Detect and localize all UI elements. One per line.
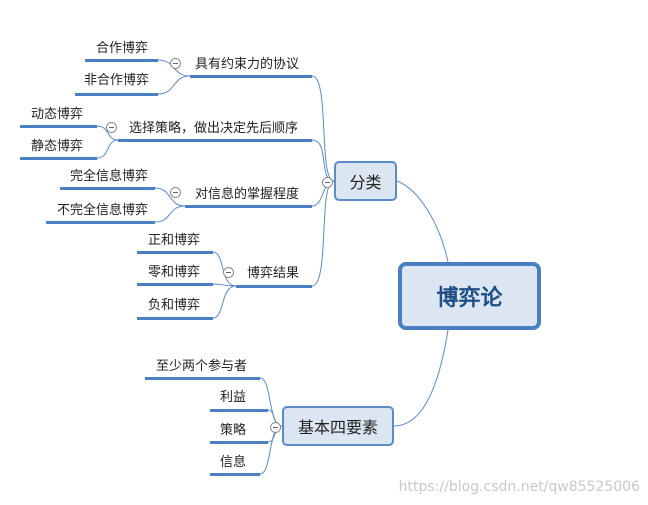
leaf-underline-xinxi-element bbox=[210, 473, 260, 476]
leaf-underline-buwanquan bbox=[46, 221, 155, 224]
collapse-toggle-xinxi[interactable] bbox=[170, 187, 181, 198]
branch-label-celue[interactable]: 选择策略，做出决定先后顺序 bbox=[129, 121, 299, 136]
category-node-fenlei[interactable]: 分类 bbox=[334, 161, 397, 201]
leaf-underline-zhenghe bbox=[137, 251, 213, 254]
connector-celue-dongtai bbox=[96, 125, 119, 141]
category-node-yaosu[interactable]: 基本四要素 bbox=[282, 406, 394, 446]
connector-yaosu-canyuzhe bbox=[259, 377, 283, 427]
leaf-underline-canyuzhe bbox=[145, 377, 260, 380]
leaf-underline-liyi bbox=[210, 409, 268, 412]
branch-label-jieguo[interactable]: 博弈结果 bbox=[247, 266, 300, 281]
leaf-underline-jingtai bbox=[20, 157, 97, 160]
branch-underline-yueshu bbox=[190, 75, 312, 78]
connector-xinxi-wanquan bbox=[154, 187, 186, 207]
branch-underline-jieguo bbox=[236, 285, 312, 288]
leaf-label-dongtai[interactable]: 动态博弈 bbox=[31, 107, 84, 122]
leaf-underline-wanquan bbox=[60, 187, 155, 190]
connector-yueshu-feihezuo bbox=[157, 75, 191, 95]
connector-fenlei-yueshu bbox=[311, 75, 335, 182]
connector-root-fenlei bbox=[396, 180, 449, 263]
branch-underline-celue bbox=[118, 139, 312, 142]
leaf-underline-linghe bbox=[137, 283, 213, 286]
leaf-label-fuhe[interactable]: 负和博弈 bbox=[148, 298, 201, 313]
leaf-underline-hezuo bbox=[85, 59, 158, 62]
connector-xinxi-buwanquan bbox=[154, 205, 186, 223]
collapse-toggle-fenlei[interactable] bbox=[322, 177, 333, 188]
leaf-underline-feihezuo bbox=[75, 93, 158, 96]
collapse-toggle-jieguo[interactable] bbox=[223, 267, 234, 278]
leaf-label-hezuo[interactable]: 合作博弈 bbox=[96, 41, 149, 56]
connector-yaosu-xinxi bbox=[259, 425, 283, 475]
collapse-toggle-yueshu[interactable] bbox=[170, 58, 181, 69]
leaf-label-wanquan[interactable]: 完全信息博弈 bbox=[70, 169, 149, 184]
connector-fenlei-celue bbox=[311, 139, 335, 182]
connector-jieguo-fuhe bbox=[212, 285, 237, 319]
collapse-toggle-celue[interactable] bbox=[106, 122, 117, 133]
leaf-label-jingtai[interactable]: 静态博弈 bbox=[31, 139, 84, 154]
leaf-label-zhenghe[interactable]: 正和博弈 bbox=[148, 233, 201, 248]
leaf-label-liyi[interactable]: 利益 bbox=[220, 390, 247, 405]
leaf-underline-fuhe bbox=[137, 317, 213, 320]
leaf-underline-celue-element bbox=[210, 441, 268, 444]
leaf-label-celue-element[interactable]: 策略 bbox=[220, 423, 247, 438]
leaf-label-feihezuo[interactable]: 非合作博弈 bbox=[84, 73, 150, 88]
leaf-label-xinxi-element[interactable]: 信息 bbox=[220, 455, 247, 470]
collapse-toggle-yaosu[interactable] bbox=[270, 422, 281, 433]
leaf-label-linghe[interactable]: 零和博弈 bbox=[148, 265, 201, 280]
leaf-label-canyuzhe[interactable]: 至少两个参与者 bbox=[156, 359, 248, 374]
branch-underline-xinxi bbox=[185, 205, 312, 208]
leaf-label-buwanquan[interactable]: 不完全信息博弈 bbox=[57, 203, 149, 218]
watermark-url: https://blog.csdn.net/qw85525006 bbox=[398, 479, 640, 495]
connector-fenlei-jieguo bbox=[311, 180, 335, 287]
connector-celue-jingtai bbox=[96, 139, 119, 159]
leaf-underline-dongtai bbox=[20, 125, 97, 128]
branch-label-yueshu[interactable]: 具有约束力的协议 bbox=[195, 57, 300, 72]
branch-label-xinxi[interactable]: 对信息的掌握程度 bbox=[195, 187, 300, 202]
connector-root-yaosu bbox=[393, 329, 449, 427]
root-node[interactable]: 博弈论 bbox=[398, 262, 541, 330]
